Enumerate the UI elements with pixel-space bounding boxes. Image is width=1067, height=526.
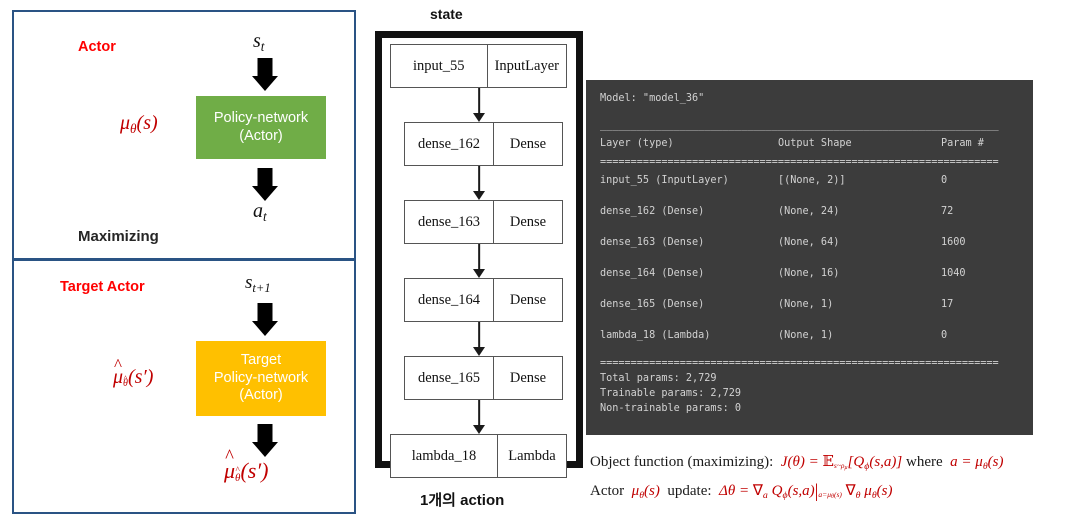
graph-node-dense-162: dense_162 Dense [404,122,563,166]
actor-update-prefix: Actor [590,482,625,499]
graph-bottom-label: 1개의 action [420,492,505,509]
node-name: dense_163 [405,201,494,243]
model-summary-output: Model: "model_36" _______________________… [586,80,1033,435]
graph-node-dense-165: dense_165 Dense [404,356,563,400]
graph-node-lambda-18: lambda_18 Lambda [390,434,567,478]
arrow-state-to-policy-icon [248,58,282,91]
row-layer: dense_164 (Dense) [600,268,705,279]
graph-top-label: state [430,6,463,22]
node-type: Lambda [508,447,556,464]
node-name: dense_165 [405,357,494,399]
arrow-policy-to-action-icon [248,168,282,201]
summary-trainable-params: Trainable params: 2,729 [600,388,742,399]
actor-update-mu: μθ(s) [631,482,664,501]
summary-rule-top: ________________________________________… [600,120,999,131]
summary-row: dense_164 (Dense) (None, 16) 1040 [600,263,1019,285]
actor-heading: Actor [78,39,116,55]
row-shape: (None, 1) [778,330,834,341]
row-params: 1040 [941,268,966,279]
row-params: 1600 [941,237,966,248]
mu-theta-s-label: μθ(s) [120,112,158,136]
node-type: Dense [509,369,547,386]
row-params: 72 [941,206,954,217]
row-layer: dense_162 (Dense) [600,206,705,217]
actor-update-word: update: [667,482,712,499]
header-shape: Output Shape [778,138,852,149]
row-params: 0 [941,330,948,341]
graph-edge-3 [472,244,486,278]
mu-hat-theta-hat-s-prime-label: ^μ^θ(s′) [113,355,154,389]
objective-where-equation: a = μθ(s) [950,454,1004,472]
row-shape: (None, 1) [778,299,834,310]
arrow-state-to-target-policy-icon [248,303,282,336]
summary-non-trainable-params: Non-trainable params: 0 [600,403,742,414]
objective-function-equation: J(θ) = 𝔼s~ρμ[Qϕ(s,a)] [780,452,906,472]
graph-edge-1 [472,88,486,122]
node-name: lambda_18 [391,435,498,477]
objective-function-line: Object function (maximizing): J(θ) = 𝔼s~… [590,452,1060,472]
policy-network-line2: (Actor) [239,127,283,144]
summary-row: dense_165 (Dense) (None, 1) 17 [600,294,1019,316]
node-type: InputLayer [494,57,559,74]
state-t-plus-1-label: st+1 [245,272,271,295]
summary-title: Model: "model_36" [600,93,705,104]
target-action-output-label: ^μ^θ(s′) [224,446,269,485]
summary-total-params: Total params: 2,729 [600,373,717,384]
row-layer: lambda_18 (Lambda) [600,330,711,341]
panel-divider [12,258,356,261]
node-type: Dense [509,291,547,308]
graph-edge-2 [472,166,486,200]
state-t-label: st [253,30,265,54]
row-params: 17 [941,299,954,310]
actor-update-equation: Δθ = ∇a Qϕ(s,a)|a=μθ(s) ∇θ μθ(s) [715,480,893,502]
row-shape: (None, 16) [778,268,840,279]
objective-where-word: where [906,454,943,470]
arrow-target-policy-to-output-icon [248,424,282,457]
node-type: Dense [509,213,547,230]
row-params: 0 [941,175,948,186]
header-params: Param # [941,138,984,149]
target-actor-heading: Target Actor [60,279,145,295]
graph-edge-5 [472,400,486,434]
target-policy-line2: Policy-network [213,369,309,386]
summary-header-row: Layer (type) Output Shape Param # [600,133,1019,155]
graph-node-input-55: input_55 InputLayer [390,44,567,88]
row-layer: dense_163 (Dense) [600,237,705,248]
objective-function-prefix: Object function (maximizing): [590,454,774,470]
target-policy-line3: (Actor) [239,387,283,404]
summary-row: dense_163 (Dense) (None, 64) 1600 [600,232,1019,254]
summary-row: dense_162 (Dense) (None, 24) 72 [600,201,1019,223]
target-policy-line1: Target [240,351,282,368]
row-layer: input_55 (InputLayer) [600,175,729,186]
keras-graph-frame: input_55 InputLayer dense_162 Dense dens… [375,31,583,478]
row-shape: [(None, 2)] [778,175,846,186]
node-name: input_55 [391,45,488,87]
actor-update-line: Actor μθ(s) update: Δθ = ∇a Qϕ(s,a)|a=μθ… [590,479,1060,502]
node-name: dense_162 [405,123,494,165]
summary-rule-eq-bottom: ========================================… [600,358,999,369]
summary-row: input_55 (InputLayer) [(None, 2)] 0 [600,170,1019,192]
header-layer: Layer (type) [600,138,674,149]
policy-network-box: Policy-network (Actor) [196,96,326,159]
summary-row: lambda_18 (Lambda) (None, 1) 0 [600,325,1019,347]
summary-rule-bottom: ________________________________________… [600,427,999,435]
row-shape: (None, 24) [778,206,840,217]
graph-node-dense-163: dense_163 Dense [404,200,563,244]
summary-rule-eq-top: ========================================… [600,157,999,168]
row-layer: dense_165 (Dense) [600,299,705,310]
node-name: dense_164 [405,279,494,321]
target-policy-network-box: Target Policy-network (Actor) [196,341,326,416]
maximizing-label: Maximizing [78,228,159,245]
graph-node-dense-164: dense_164 Dense [404,278,563,322]
actor-diagram-panel [12,10,356,514]
policy-network-line1: Policy-network [213,109,309,126]
formula-area: Object function (maximizing): J(θ) = 𝔼s~… [590,452,1060,508]
node-type: Dense [509,135,547,152]
graph-edge-4 [472,322,486,356]
row-shape: (None, 64) [778,237,840,248]
action-t-label: at [253,200,267,224]
